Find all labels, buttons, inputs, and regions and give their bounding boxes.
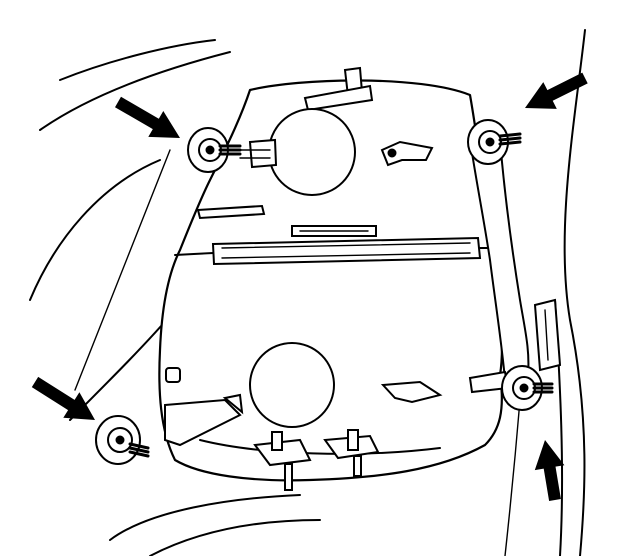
left-fender-line — [29, 159, 161, 301]
lower-left-nut — [95, 415, 150, 465]
arrow-icon — [525, 72, 588, 109]
right-lower-line — [504, 399, 521, 556]
left-fender-outer-line — [39, 51, 231, 131]
upper-bulb-cap — [268, 108, 356, 196]
lower-connector — [380, 380, 443, 404]
upper-right-nut — [467, 119, 522, 165]
callout-arrows — [31, 72, 588, 501]
upper-connector — [380, 140, 434, 167]
left-guide-line-upper — [74, 149, 171, 391]
arrow-icon — [115, 96, 180, 138]
lower-body-line — [149, 519, 321, 556]
right-side-bracket — [533, 298, 562, 372]
lower-bulb-cap — [249, 342, 335, 428]
top-clip — [303, 66, 374, 112]
right-fender-line — [563, 29, 586, 556]
lower-left-bracket — [164, 393, 244, 447]
small-left-clip — [165, 367, 181, 383]
arrow-icon — [31, 376, 95, 420]
support-bar — [211, 236, 482, 266]
bottom-pins — [253, 429, 380, 491]
housing-lower-lip — [199, 439, 441, 455]
arrow-icon — [534, 440, 565, 501]
upper-bulb-socket — [239, 108, 356, 196]
lower-right-nut — [501, 365, 554, 411]
left-tab — [196, 204, 266, 220]
upper-left-nut — [187, 127, 242, 173]
lower-bumper-line — [109, 494, 301, 541]
left-fender-inner-line — [59, 39, 216, 81]
lower-bulb-socket — [249, 342, 335, 428]
